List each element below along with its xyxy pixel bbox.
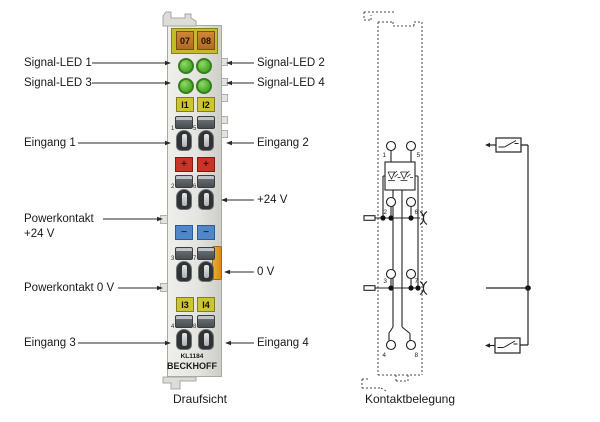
wire-hole-7	[198, 261, 214, 282]
schematic-number-2: 2	[383, 209, 387, 216]
id-tab-07: 07	[176, 31, 194, 50]
switch-symbol-top	[495, 137, 522, 153]
wire-clamp	[175, 247, 193, 260]
label-powerkontakt-24v-line1: Powerkontakt	[24, 213, 94, 225]
wire-clamp	[197, 247, 215, 260]
channel-id-i1: I1	[176, 97, 194, 112]
label-signal-led-2: Signal-LED 2	[257, 57, 325, 69]
terminal-number-5: 5	[193, 126, 197, 132]
wire-hole-4	[176, 329, 192, 350]
schematic-number-8: 8	[415, 352, 419, 359]
schematic-number-4: 4	[382, 352, 386, 359]
terminal-circle-7	[405, 268, 417, 280]
wire-clamp	[175, 116, 193, 129]
terminal-circle-8	[405, 339, 417, 351]
power-contact-blade	[363, 285, 376, 291]
wire-clamp	[175, 175, 193, 188]
label-eingang-1: Eingang 1	[24, 137, 76, 149]
plus-terminal-field: +	[175, 157, 193, 172]
power-contact-blade	[363, 215, 376, 221]
label-eingang-3: Eingang 3	[24, 337, 76, 349]
minus-terminal-field: −	[197, 225, 215, 240]
terminal-number-8: 8	[193, 324, 197, 330]
callout-arrows-right	[226, 62, 254, 344]
terminal-number-4: 4	[171, 324, 175, 330]
schematic-number-5: 5	[417, 152, 421, 159]
schematic-number-1: 1	[382, 152, 386, 159]
signal-led-2	[196, 58, 212, 74]
terminal-circle-1	[385, 140, 397, 152]
label-powerkontakt-0v: Powerkontakt 0 V	[24, 282, 115, 294]
channel-id-i3: I3	[176, 297, 194, 312]
terminal-number-6: 6	[193, 184, 197, 190]
wire-clamp	[175, 315, 193, 328]
label-signal-led-1: Signal-LED 1	[24, 57, 92, 69]
terminal-number-7: 7	[193, 256, 197, 262]
terminal-circle-6	[405, 196, 417, 208]
schematic-terminal-numbers: 1 5 2 6 3 7 4 8	[382, 152, 420, 359]
wire-hole-1	[176, 130, 192, 151]
wire-clamp	[197, 175, 215, 188]
terminal-circle-5	[405, 140, 417, 152]
signal-led-1	[178, 58, 194, 74]
label-eingang-4: Eingang 4	[257, 337, 309, 349]
power-contact-socket	[419, 211, 424, 225]
schematic-number-3: 3	[383, 278, 387, 285]
id-tab-08: 08	[197, 31, 215, 50]
side-contact-tab	[221, 58, 228, 66]
mounting-latch-top	[162, 11, 197, 27]
label-eingang-2: Eingang 2	[257, 137, 309, 149]
terminal-circle-2	[385, 196, 397, 208]
electronics-box	[384, 161, 416, 191]
wire-hole-2	[176, 189, 192, 210]
schematic-number-6: 6	[415, 209, 419, 216]
model-number: KL1184	[180, 353, 204, 360]
signal-led-3	[178, 78, 194, 94]
external-circuit	[486, 137, 529, 354]
label-plus-24v: +24 V	[257, 194, 288, 206]
power-contact-socket	[419, 281, 424, 295]
power-contact-socket	[423, 211, 428, 225]
junction-dots	[380, 215, 531, 291]
label-powerkontakt-24v-line2: +24 V	[24, 228, 55, 240]
channel-id-i4: I4	[197, 297, 215, 312]
plus-terminal-field: +	[197, 157, 215, 172]
terminal-number-3: 3	[171, 256, 175, 262]
wire-hole-3	[176, 261, 192, 282]
label-signal-led-3: Signal-LED 3	[24, 77, 92, 89]
label-0v: 0 V	[257, 266, 275, 278]
side-contact-tab	[221, 94, 228, 102]
wire-clamp	[197, 315, 215, 328]
switch-symbol-bottom	[494, 337, 521, 354]
signal-led-4	[196, 78, 212, 94]
wire-hole-5	[198, 130, 214, 151]
led-symbol	[387, 170, 413, 181]
side-contact-tab	[221, 116, 228, 124]
caption-kontaktbelegung: Kontaktbelegung	[364, 392, 456, 406]
channel-id-i2: I2	[197, 97, 215, 112]
power-contact-socket	[423, 281, 428, 295]
power-contact-tab-orange	[212, 246, 222, 280]
schematic-terminals	[385, 140, 417, 351]
wire-hole-6	[198, 189, 214, 210]
schematic-number-7: 7	[415, 278, 419, 285]
brand-logo: BECKHOFF	[167, 361, 217, 371]
terminal-circle-3	[385, 268, 397, 280]
schematic-outline	[361, 11, 423, 392]
terminal-number-1: 1	[171, 126, 175, 132]
minus-terminal-field: −	[175, 225, 193, 240]
terminal-number-2: 2	[171, 184, 175, 190]
schematic-wiring	[363, 150, 428, 341]
label-signal-led-4: Signal-LED 4	[257, 77, 325, 89]
wire-hole-8	[198, 329, 214, 350]
caption-draufsicht: Draufsicht	[172, 392, 228, 406]
terminal-circle-4	[385, 339, 397, 351]
callout-arrowheads-right	[221, 60, 232, 346]
side-contact-tab	[221, 78, 228, 86]
mounting-latch-bottom	[162, 376, 197, 390]
side-contact-tab	[221, 130, 228, 138]
wire-clamp	[197, 116, 215, 129]
callout-arrows-left	[78, 62, 166, 344]
external-circuit-arrowheads	[485, 142, 490, 348]
